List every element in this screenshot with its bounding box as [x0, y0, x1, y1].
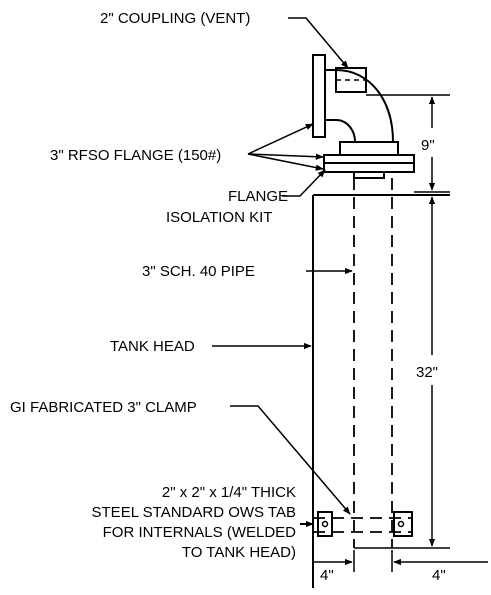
callout-isolation-kit: FLANGE ISOLATION KIT	[166, 169, 326, 226]
horizontal-flange	[323, 141, 415, 179]
label-tab-line4: TO TANK HEAD)	[182, 544, 296, 561]
dimension-bottom: 4" 4"	[313, 550, 488, 584]
label-tab-line1: 2" x 2" x 1/4" THICK	[162, 484, 296, 501]
label-coupling: 2" COUPLING (VENT)	[100, 10, 250, 27]
label-pipe: 3" SCH. 40 PIPE	[142, 263, 255, 280]
tank-head-outline	[312, 194, 450, 588]
dimension-9in: 9"	[366, 94, 450, 193]
dimension-9in-label: 9"	[421, 137, 435, 154]
label-isolation-line1: FLANGE	[228, 188, 288, 205]
label-tank-head: TANK HEAD	[110, 338, 195, 355]
dimension-32in-label: 32"	[416, 364, 438, 381]
callout-tank-head: TANK HEAD	[110, 338, 312, 355]
vertical-flange-plate	[312, 54, 326, 138]
callout-pipe: 3" SCH. 40 PIPE	[142, 263, 353, 280]
dimension-bottom-left-label: 4"	[320, 567, 334, 584]
label-flange: 3" RFSO FLANGE (150#)	[50, 147, 221, 164]
callout-clamp: GI FABRICATED 3" CLAMP	[10, 399, 351, 515]
dimension-bottom-right-label: 4"	[432, 567, 446, 584]
label-clamp: GI FABRICATED 3" CLAMP	[10, 399, 197, 416]
callout-ows-tab: 2" x 2" x 1/4" THICK STEEL STANDARD OWS …	[92, 484, 297, 561]
callout-coupling: 2" COUPLING (VENT)	[100, 10, 349, 69]
label-tab-line3: FOR INTERNALS (WELDED	[103, 524, 297, 541]
dimension-32in: 32"	[416, 196, 438, 547]
callout-flange: 3" RFSO FLANGE (150#)	[50, 123, 324, 171]
pipe-hidden-lines	[353, 178, 393, 548]
ows-tab-and-clamp	[300, 511, 413, 537]
label-tab-line2: STEEL STANDARD OWS TAB	[92, 504, 296, 521]
label-isolation-line2: ISOLATION KIT	[166, 209, 272, 226]
